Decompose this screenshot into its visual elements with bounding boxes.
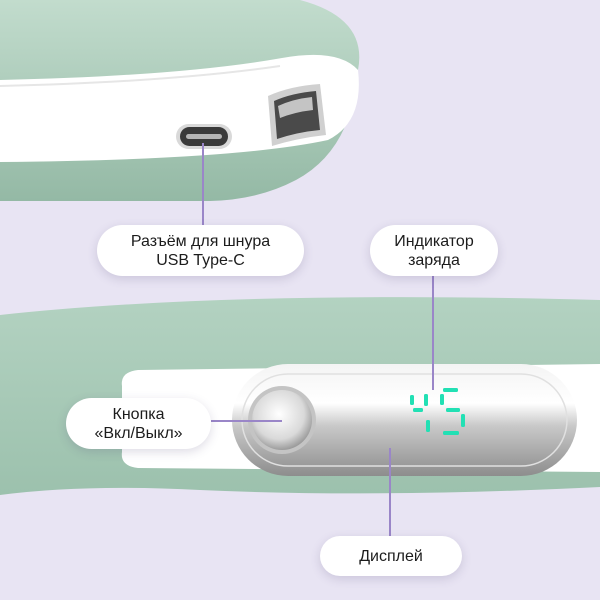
callout-power-button-line-1: Кнопка [112,405,165,423]
callout-usb-type-c: Разъём для шнура USB Type-C [97,225,304,276]
usb-a-port [268,84,326,146]
callout-power-button: Кнопка «Вкл/Выкл» [66,398,211,449]
callout-charge-indicator-line-2: заряда [408,251,460,269]
device-bottom [0,297,600,495]
callout-usb-type-c-line-1: Разъём для шнура [130,232,271,250]
callout-display: Дисплей [320,536,462,576]
chrome-panel [232,364,577,476]
callout-display-line-1: Дисплей [359,547,423,565]
callout-charge-indicator: Индикатор заряда [370,225,498,276]
callout-charge-indicator-line-1: Индикатор [394,232,474,250]
device-top [0,0,360,201]
usb-type-c-port [176,124,232,149]
charge-display [410,388,465,435]
callout-usb-type-c-line-2: USB Type-C [156,251,245,269]
callout-power-button-line-2: «Вкл/Выкл» [94,424,183,442]
